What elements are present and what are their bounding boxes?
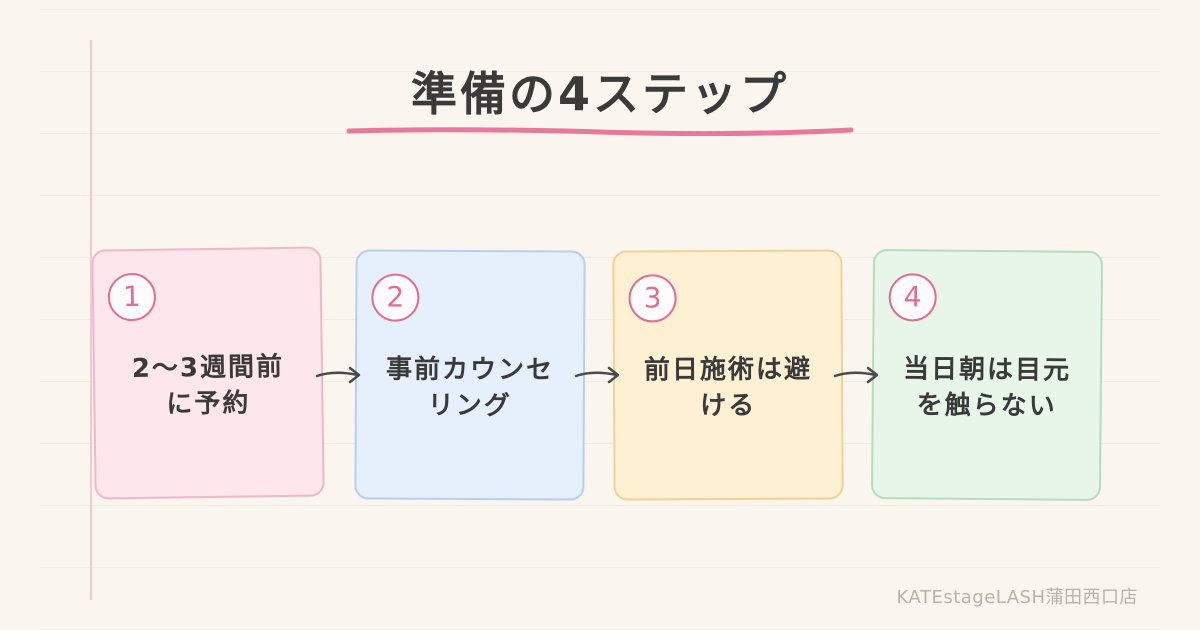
step-text: 事前カウンセ リング	[367, 351, 573, 424]
step-text: 2〜3週間前 に予約	[105, 349, 312, 424]
step-text-line: に予約	[166, 388, 251, 420]
step-card-4: 4 当日朝は目元 を触らない	[870, 249, 1104, 501]
margin-line	[90, 40, 92, 600]
footer-shop-name: KATEstageLASH蒲田西口店	[896, 587, 1138, 608]
step-text-line: 2〜3週間前	[131, 351, 285, 385]
step-text-line: を触らない	[916, 390, 1057, 422]
arrow-right-icon	[315, 366, 361, 384]
step-number-badge: 4	[888, 273, 937, 322]
step-text-line: リング	[427, 390, 512, 422]
title-underline	[346, 127, 854, 136]
step-text-line: 事前カウンセ	[385, 354, 555, 386]
step-card-1: 1 2〜3週間前 に予約	[91, 246, 325, 500]
step-card-2: 2 事前カウンセ リング	[354, 249, 586, 501]
arrow-right-icon	[574, 366, 620, 384]
arrow-right-icon	[833, 366, 879, 384]
step-text: 前日施術は避 ける	[625, 351, 831, 424]
step-number-badge: 1	[107, 272, 157, 322]
step-text: 当日朝は目元 を触らない	[884, 351, 1091, 425]
step-text-line: ける	[700, 390, 757, 422]
page-title: 準備の4ステップ	[410, 67, 789, 121]
step-number-badge: 3	[628, 274, 677, 323]
step-number-badge: 2	[371, 273, 420, 322]
step-card-3: 3 前日施術は避 ける	[612, 249, 844, 501]
step-text-line: 当日朝は目元	[902, 354, 1072, 386]
step-text-line: 前日施術は避	[643, 354, 813, 386]
